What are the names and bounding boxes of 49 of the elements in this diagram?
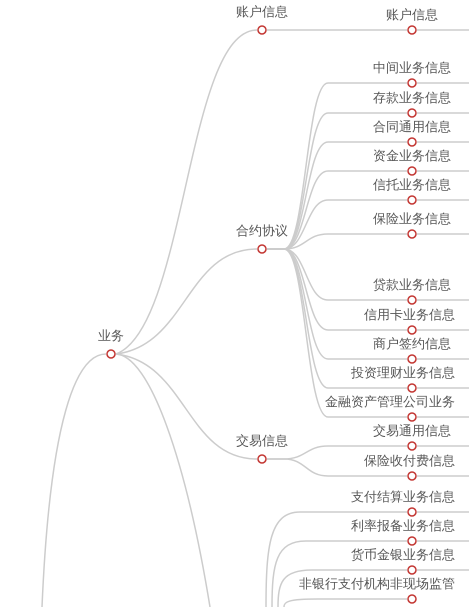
connector-line [417,416,469,418]
connector-line [417,82,469,84]
node-label: 投资理财业务信息 [351,366,455,381]
connector-line [417,445,469,447]
node-label: 支付结算业务信息 [351,490,455,505]
connector-line [267,248,407,418]
node-label: 保险收付费信息 [364,454,455,469]
connector-line [283,598,407,607]
node-label: 账户信息 [386,8,438,23]
connector-line [417,170,469,172]
connector-line [417,329,469,331]
connector-line [271,540,407,607]
node-label: 账户信息 [236,5,288,20]
node-label: 商户签约信息 [373,337,451,352]
node-label: 合同通用信息 [373,120,451,135]
node-label: 货币金银业务信息 [351,548,455,563]
connector-line [417,233,469,235]
connector-line [417,569,469,571]
node-label: 中间业务信息 [373,61,451,76]
node-label: 交易信息 [236,434,288,449]
connector-line [41,353,106,607]
connector-line [417,540,469,542]
connector-line [417,358,469,360]
node-label: 存款业务信息 [373,91,451,106]
connector-line [417,112,469,114]
node-label: 贷款业务信息 [373,278,451,293]
connector-line [417,387,469,389]
connector-line [417,141,469,143]
node-label: 保险业务信息 [373,212,451,227]
connector-line [277,569,407,607]
connector-line [417,475,469,477]
connector-line [265,511,407,607]
connector-line [417,199,469,201]
node-label: 信托业务信息 [373,178,451,193]
node-label: 资金业务信息 [373,149,451,164]
connector-line [417,511,469,513]
connector-line [417,299,469,301]
connector-line [417,29,469,31]
node-label: 合约协议 [236,224,288,239]
node-label: 业务 [98,329,124,344]
node-label: 金融资产管理公司业务 [325,395,455,410]
connector-line [116,353,211,607]
node-label: 信用卡业务信息 [364,308,455,323]
connector-line [267,458,407,477]
node-label: 交易通用信息 [373,424,451,439]
node-label: 利率报备业务信息 [351,519,455,534]
connector-line [267,29,407,31]
node-label: 非银行支付机构非现场监管 [299,577,455,592]
connector-line [116,29,258,355]
